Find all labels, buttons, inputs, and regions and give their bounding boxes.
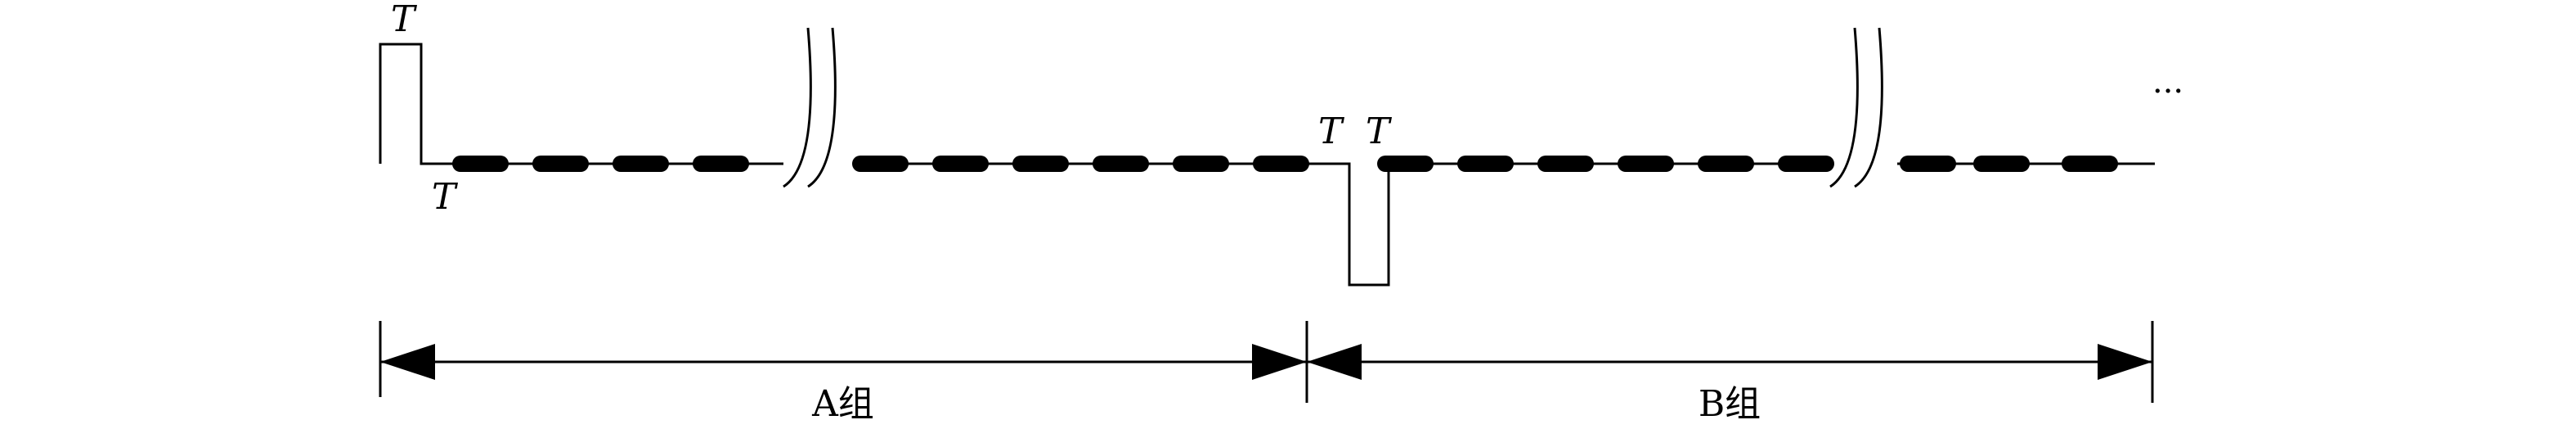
break-mark	[1829, 27, 1859, 188]
low-pulse	[1341, 162, 1398, 287]
arrowhead-b-left	[1307, 344, 1362, 380]
t-label-after-low: T	[1366, 111, 1393, 152]
group-label-a: A组	[811, 383, 874, 425]
t-label-high-pulse: T	[391, 0, 418, 40]
break-mark	[807, 27, 837, 188]
arrowhead-a-left	[380, 344, 435, 380]
break-marks	[783, 27, 1883, 188]
high-pulse	[379, 43, 454, 165]
t-label-gap: T	[432, 176, 459, 218]
arrowhead-b-right	[2098, 344, 2152, 380]
break-mark	[783, 27, 812, 188]
group-label-b: B组	[1699, 383, 1761, 425]
t-label-before-low: T	[1318, 111, 1345, 152]
arrowhead-a-right	[1252, 344, 1307, 380]
arrowheads	[380, 344, 2152, 380]
continuation-dots: ···	[2152, 73, 2183, 111]
break-mark	[1854, 27, 1883, 188]
